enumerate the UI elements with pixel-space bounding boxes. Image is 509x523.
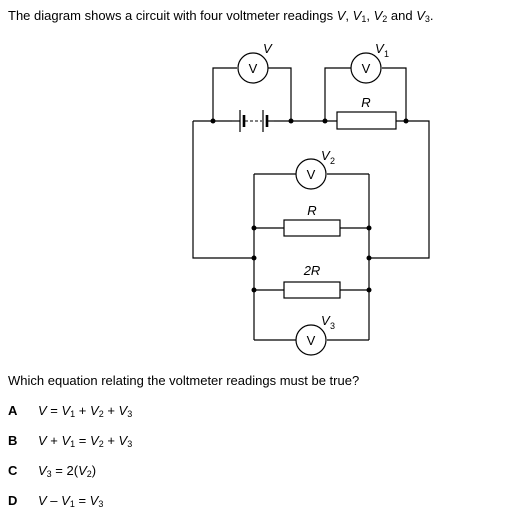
intro-v1-sub: 1 xyxy=(361,14,367,24)
eq-term: V xyxy=(38,403,47,418)
eq-op: = xyxy=(46,403,62,418)
option-equation: V + V1 = V2 + V3 xyxy=(38,433,133,449)
option-letter: C xyxy=(8,463,18,478)
junction-dot xyxy=(251,255,257,261)
eq-term: V xyxy=(38,493,47,508)
eq-op: = xyxy=(74,493,90,508)
eq-sub: 2 xyxy=(98,409,104,419)
intro-v3-sub: 3 xyxy=(424,14,430,24)
intro-v: V xyxy=(336,8,346,23)
intro-sep: , xyxy=(366,8,374,23)
intro-lead: The diagram shows a circuit with four vo… xyxy=(8,8,337,23)
junction-dot xyxy=(322,118,328,124)
junction-dot xyxy=(403,118,409,124)
meter-symbol: V xyxy=(249,61,258,76)
eq-term: V xyxy=(61,403,71,418)
option-c[interactable]: C V3 = 2(V2) xyxy=(8,463,132,493)
option-letter: D xyxy=(8,493,18,508)
label-v: V xyxy=(263,41,273,56)
label-v1: V xyxy=(375,41,385,56)
resistor-mid xyxy=(283,219,341,237)
voltmeter-v: V xyxy=(237,52,269,84)
junction-dot xyxy=(251,287,257,293)
label-v2-sub: 2 xyxy=(330,156,335,166)
intro-sep: , xyxy=(345,8,353,23)
junction-dot xyxy=(366,225,372,231)
eq-sub: 3 xyxy=(98,499,104,509)
wire-v-loop xyxy=(212,67,292,121)
eq-op: ) xyxy=(91,463,97,478)
junction-dot xyxy=(210,118,216,124)
junction-dot xyxy=(366,255,372,261)
option-equation: V – V1 = V3 xyxy=(38,493,104,509)
eq-term: V xyxy=(38,463,47,478)
eq-term: V xyxy=(118,403,128,418)
intro-and: and xyxy=(387,8,417,23)
option-equation: V3 = 2(V2) xyxy=(38,463,97,479)
label-v2: V xyxy=(321,148,331,163)
answer-options: A V = V1 + V2 + V3 B V + V1 = V2 + V3 C … xyxy=(8,403,132,523)
voltmeter-v2: V xyxy=(295,158,327,190)
label-resistor-mid: R xyxy=(307,203,316,218)
intro-v2-sub: 2 xyxy=(382,14,388,24)
eq-term: V xyxy=(38,433,47,448)
intro-end: . xyxy=(429,8,434,23)
eq-term: V xyxy=(61,493,70,508)
label-v3-sub: 3 xyxy=(330,321,335,331)
eq-sub: 3 xyxy=(46,469,52,479)
option-a[interactable]: A V = V1 + V2 + V3 xyxy=(8,403,132,433)
label-resistor-top: R xyxy=(361,95,370,110)
label-resistor-2r: 2R xyxy=(303,263,321,278)
eq-term: V xyxy=(61,433,71,448)
intro-text: The diagram shows a circuit with four vo… xyxy=(8,8,434,24)
option-b[interactable]: B V + V1 = V2 + V3 xyxy=(8,433,132,463)
junction-dot xyxy=(366,287,372,293)
meter-symbol: V xyxy=(307,333,316,348)
eq-sub: 1 xyxy=(70,439,76,449)
eq-sub: 3 xyxy=(127,409,133,419)
eq-op: + xyxy=(46,433,62,448)
eq-term: V xyxy=(90,433,99,448)
eq-sub: 2 xyxy=(86,469,92,479)
eq-op: + xyxy=(103,433,119,448)
eq-op: – xyxy=(46,493,62,508)
eq-sub: 1 xyxy=(70,409,76,419)
eq-op: + xyxy=(103,403,119,418)
option-equation: V = V1 + V2 + V3 xyxy=(38,403,133,419)
option-letter: B xyxy=(8,433,18,448)
eq-term: V xyxy=(89,493,99,508)
battery-icon xyxy=(232,110,274,132)
option-letter: A xyxy=(8,403,18,418)
meter-symbol: V xyxy=(362,61,371,76)
label-v3: V xyxy=(321,313,331,328)
eq-op: = 2( xyxy=(51,463,79,478)
eq-sub: 1 xyxy=(69,499,75,509)
eq-term: V xyxy=(78,463,87,478)
junction-dots xyxy=(210,118,409,293)
intro-v1: V xyxy=(352,8,362,23)
junction-dot xyxy=(251,225,257,231)
resistor-top xyxy=(336,111,397,130)
wire-v1-loop xyxy=(324,67,407,121)
label-v1-sub: 1 xyxy=(384,49,389,59)
intro-v2: V xyxy=(373,8,383,23)
eq-sub: 2 xyxy=(98,439,104,449)
eq-term: V xyxy=(118,433,128,448)
eq-op: = xyxy=(75,433,91,448)
circuit-diagram: V V V V V V 1 V 2 V 3 R R 2R xyxy=(192,41,430,356)
option-d[interactable]: D V – V1 = V3 xyxy=(8,493,132,523)
eq-sub: 3 xyxy=(127,439,133,449)
eq-term: V xyxy=(90,403,99,418)
resistor-2r xyxy=(283,281,341,299)
question-text: Which equation relating the voltmeter re… xyxy=(8,373,360,388)
eq-op: + xyxy=(75,403,91,418)
meter-symbol: V xyxy=(307,167,316,182)
voltmeter-v3: V xyxy=(295,324,327,356)
junction-dot xyxy=(288,118,294,124)
intro-v3: V xyxy=(416,8,425,23)
voltmeter-v1: V xyxy=(350,52,382,84)
